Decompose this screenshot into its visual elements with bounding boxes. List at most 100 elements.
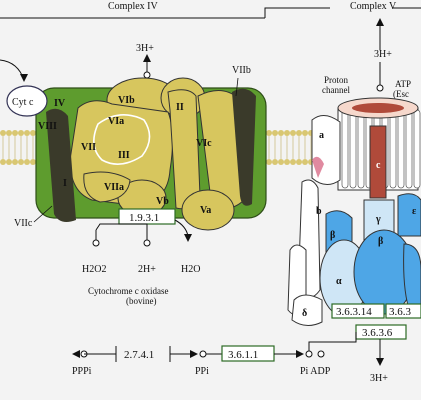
subunit-iii-label: III <box>118 150 130 161</box>
subunit-a-label: a <box>319 130 324 141</box>
subunit-ii-label: II <box>176 102 184 113</box>
dark-subunit-left <box>46 108 76 222</box>
lipid-head <box>284 159 290 165</box>
h2o-label: H2O <box>181 264 200 275</box>
ec-3636-label: 3.6.3.6 <box>362 327 393 339</box>
complex-iv-proton-label: 3H+ <box>136 43 154 54</box>
subunit-epsilon-shape <box>397 193 421 237</box>
lipid-head <box>272 130 278 136</box>
proton-node <box>143 71 151 79</box>
dark-subunit-right <box>232 88 256 206</box>
subunit-vib-label: VIb <box>118 95 135 106</box>
lipid-head <box>30 130 36 136</box>
ppi-in-arrow-icon <box>190 350 198 358</box>
lipid-head <box>18 130 24 136</box>
lipid-head <box>266 130 272 136</box>
lipid-head <box>0 130 6 136</box>
subunit-epsilon-label: ε <box>412 206 417 217</box>
subunit-beta-bottom-label: β <box>378 236 383 247</box>
subunit-b-label: b <box>316 206 322 217</box>
subunit-via-fold <box>93 114 151 165</box>
lipid-head <box>272 159 278 165</box>
c-ring: c <box>337 97 421 199</box>
c-ring-stave <box>349 109 357 189</box>
subunit-va-label: Va <box>200 205 211 216</box>
ec-363-label: 3.6.3 <box>389 306 412 318</box>
pi-node <box>305 350 313 358</box>
subunit-beta-right-shape <box>403 243 421 313</box>
proton-in-arrow-icon <box>376 18 384 26</box>
lipid-head <box>6 159 12 165</box>
subunit-delta-shape <box>291 294 323 326</box>
lipid-head <box>18 159 24 165</box>
lipid-head <box>296 130 302 136</box>
phosphate-pathway: PPPi 2.7.4.1 PPi 3.6.1.1 Pi ADP <box>72 332 357 377</box>
lipid-head <box>278 159 284 165</box>
c-ring-stave <box>341 109 349 189</box>
lipid-head <box>12 130 18 136</box>
c-ring-stave <box>413 109 421 189</box>
lipid-head <box>30 159 36 165</box>
ec-2741-label[interactable]: 2.7.4.1 <box>124 349 154 361</box>
subunit-via-label: VIa <box>108 116 124 127</box>
cox-caption-line1: Cytochrome c oxidase <box>88 286 168 296</box>
viib-leader-line <box>235 77 239 97</box>
lipid-head <box>24 130 30 136</box>
atp-input-line <box>308 332 357 351</box>
proton-caption-line1: Proton <box>324 75 349 85</box>
subunit-beta-left-label: β <box>330 230 335 241</box>
lipid-head <box>6 130 12 136</box>
ec-3611-label: 3.6.1.1 <box>228 349 258 361</box>
c-ring-channel <box>352 103 404 113</box>
lipid-head <box>278 130 284 136</box>
viic-leader-line <box>33 205 53 223</box>
subunit-a-accent <box>312 156 324 178</box>
subunit-viia-shape <box>83 171 131 203</box>
proton-caption-line2: channel <box>322 85 350 95</box>
subunit-viic-label: VIIc <box>14 218 33 229</box>
subunit-vic-label: VIc <box>196 138 212 149</box>
c-ring-stave <box>389 109 397 189</box>
atp-caption-line2: (Esc <box>393 89 409 99</box>
cyt-c-shape <box>6 85 48 117</box>
subunit-alpha-label: α <box>336 276 342 287</box>
h2o2-node <box>92 239 100 247</box>
ec-363-box[interactable] <box>385 303 421 319</box>
subunit-gamma-label: γ <box>375 214 381 225</box>
complex-v-proton-bottom-label: 3H+ <box>370 373 388 384</box>
h2o-arrow-icon <box>184 234 192 242</box>
subunit-iv-label: IV <box>54 98 66 109</box>
subunit-c-shape <box>369 125 387 199</box>
h-plus-label: 2H+ <box>138 264 156 275</box>
pi-adp-label: Pi ADP <box>300 366 331 377</box>
cyt-c-arrow-head <box>20 74 28 82</box>
cox-caption-line2: (bovine) <box>126 296 157 306</box>
complex-iv-label: Complex IV <box>108 1 158 12</box>
complex-iv: Complex IV 3H+ Cyt c <box>0 1 330 306</box>
lipid-head <box>296 159 302 165</box>
subunit-delta-label: δ <box>302 308 307 319</box>
complex-v: Complex V 3H+ Proton channel ATP (Esc c … <box>287 1 421 384</box>
lipid-head <box>302 159 308 165</box>
adp-node <box>317 350 325 358</box>
proton-down-arrow-icon <box>376 358 384 366</box>
h2o2-label: H2O2 <box>82 264 106 275</box>
lipid-head <box>290 130 296 136</box>
proton-channel-node <box>376 84 384 92</box>
ppi-label: PPi <box>195 366 209 377</box>
lipid-head <box>24 159 30 165</box>
atp-caption-line1: ATP <box>395 79 411 89</box>
pppi-label: PPPi <box>72 366 92 377</box>
ec-36314-label: 3.6.3.14 <box>336 306 372 318</box>
subunit-va-shape <box>181 189 235 231</box>
c-ring-stave <box>397 109 405 189</box>
lipid-head <box>12 159 18 165</box>
ppi-node <box>199 350 207 358</box>
c-ring-stave <box>405 109 413 189</box>
lipid-head <box>290 159 296 165</box>
subunit-c-label: c <box>376 160 381 171</box>
ec-36314-box[interactable] <box>331 303 385 319</box>
subunit-a-shape <box>311 115 341 185</box>
product-branch-line <box>95 223 148 232</box>
